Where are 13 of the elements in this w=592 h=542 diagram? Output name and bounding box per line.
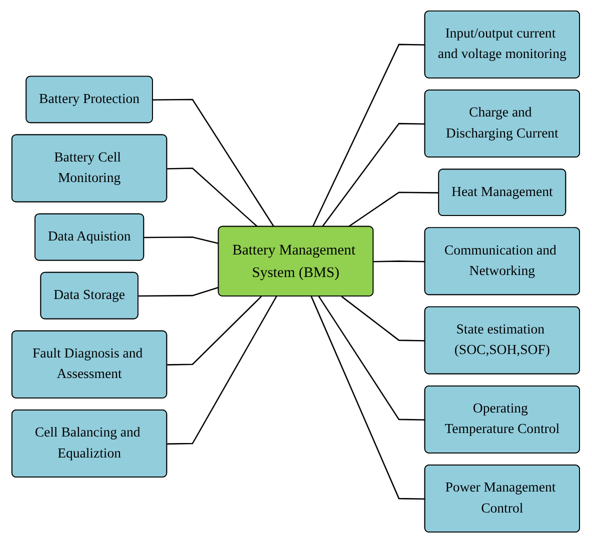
connector [153,98,275,227]
connector [167,167,258,227]
connector [310,296,426,500]
connector [167,295,262,365]
connector [318,296,426,420]
connector [374,260,426,262]
connector [322,122,426,227]
connector [144,236,220,244]
connector [312,43,426,227]
connector [341,295,426,341]
connector [138,286,220,296]
connector [167,296,278,444]
connector [348,191,440,227]
